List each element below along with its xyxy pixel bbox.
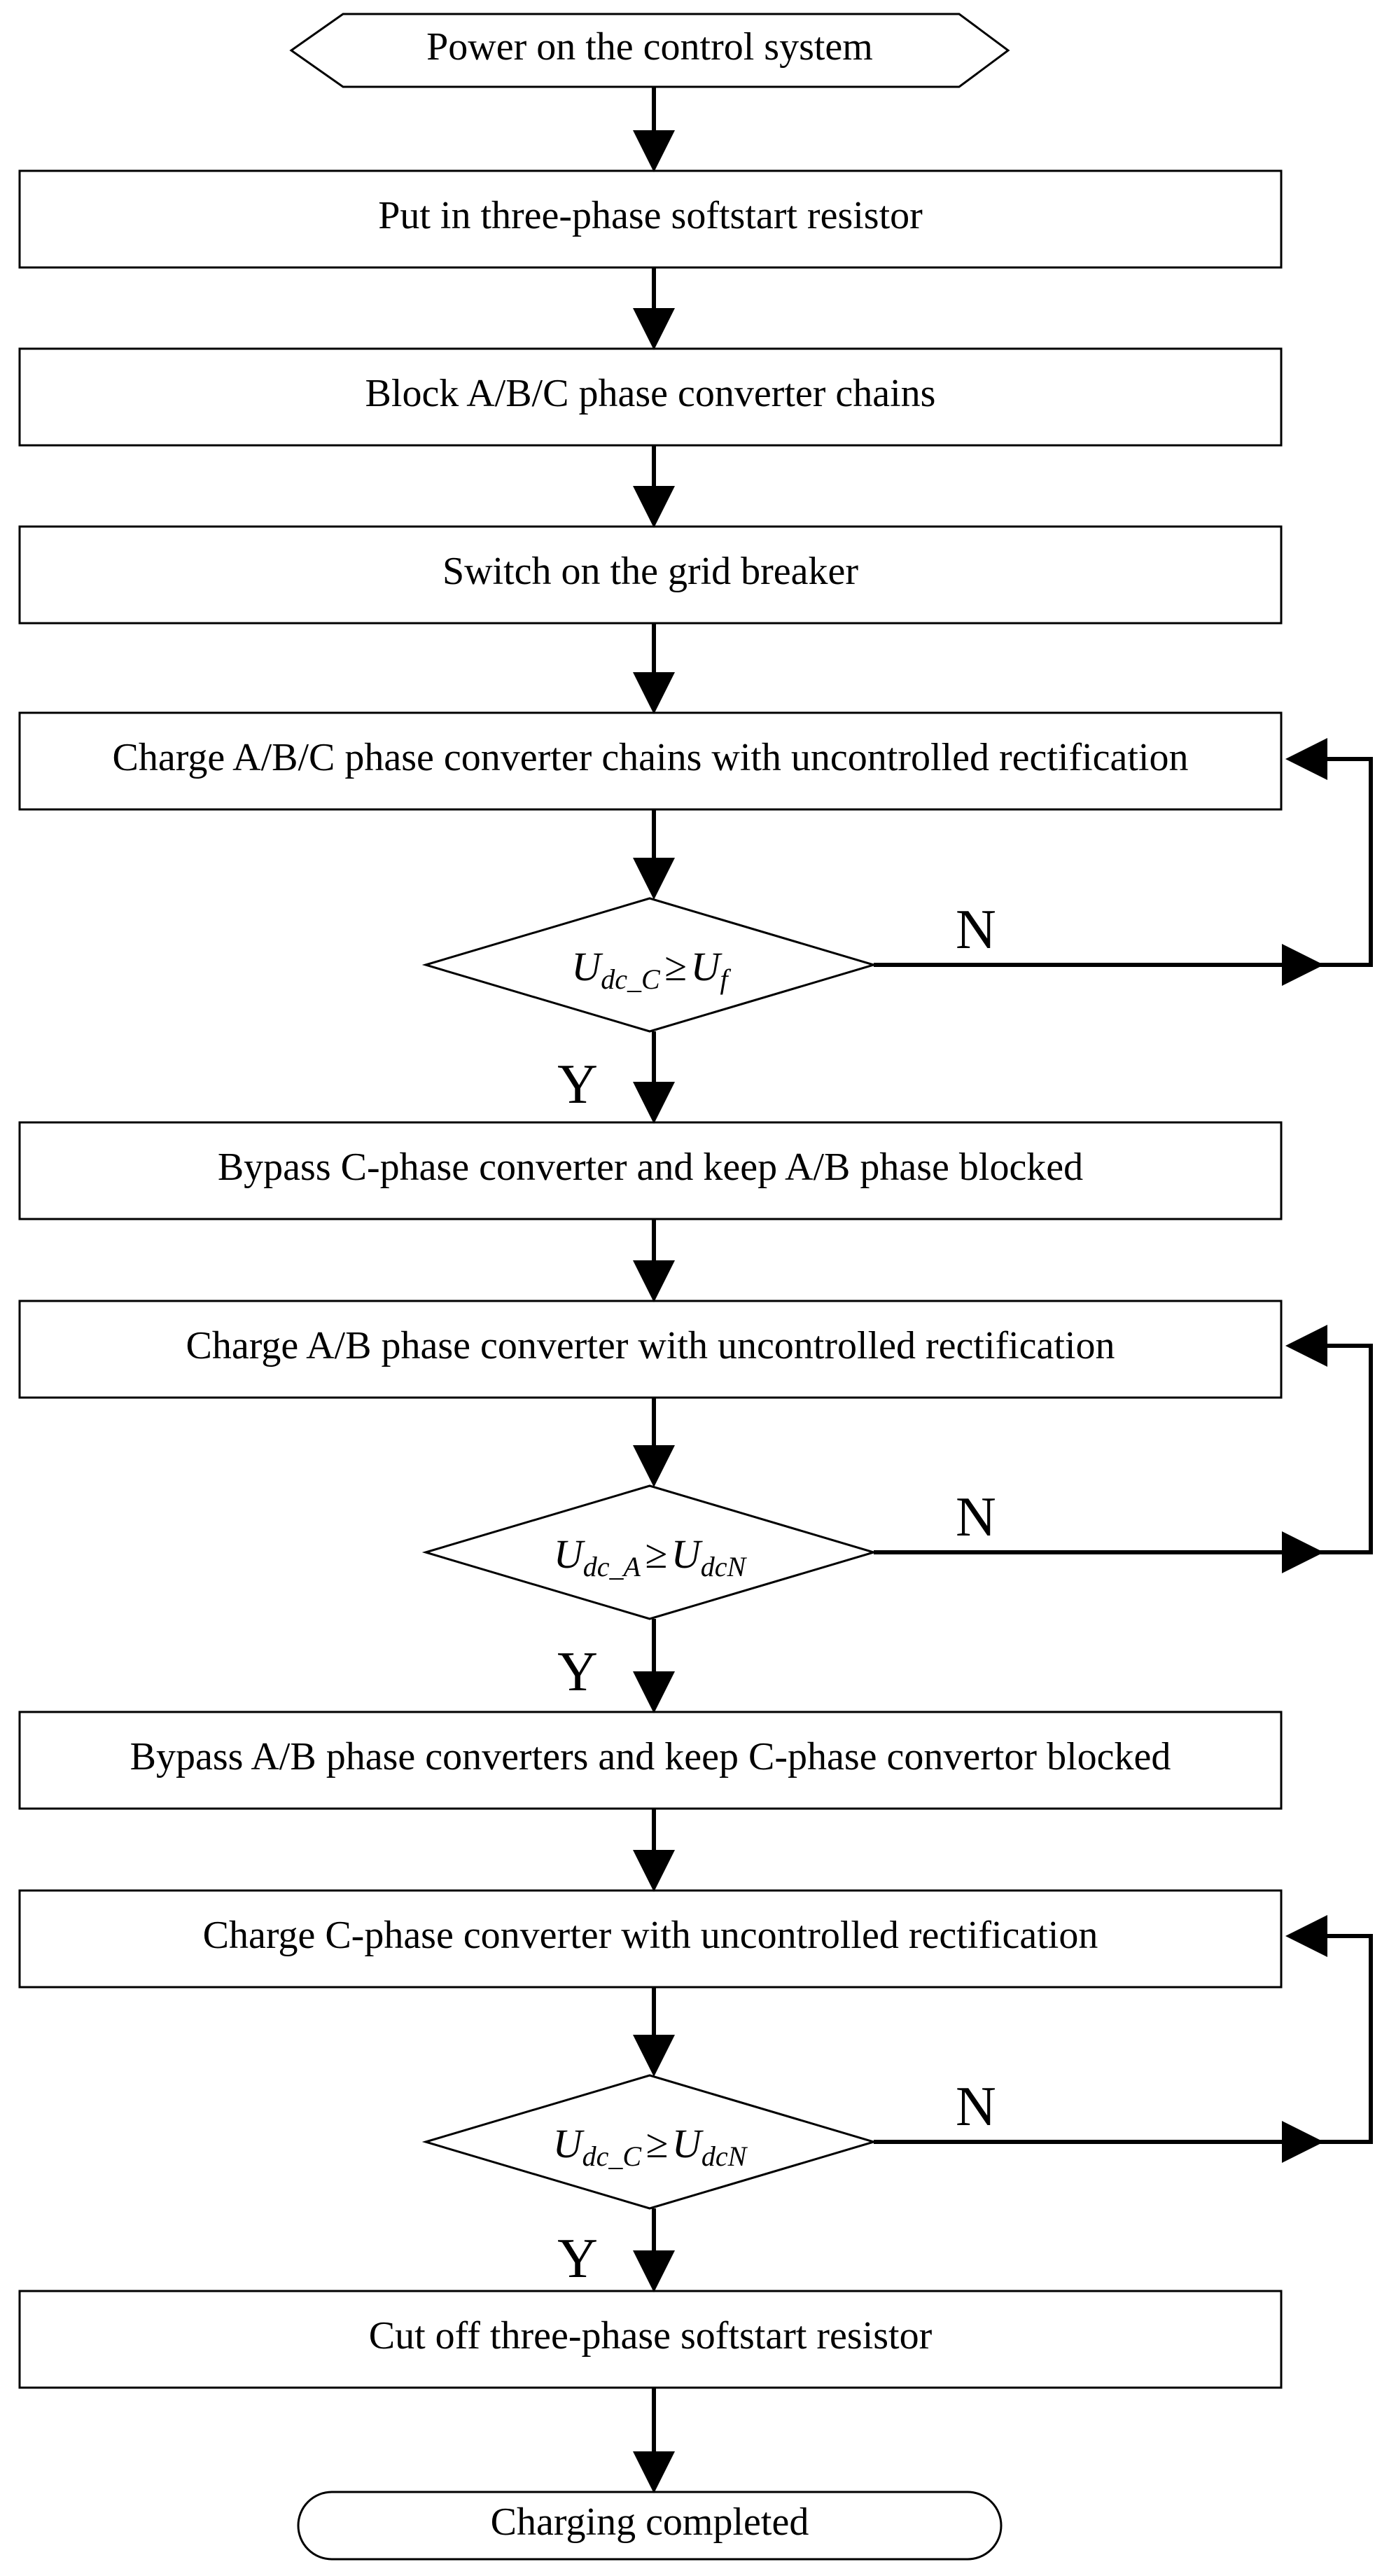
yes-label: Y	[557, 1054, 598, 1115]
step-label: Cut off three-phase softstart resistor	[369, 2314, 933, 2358]
step-label: Put in three-phase softstart resistor	[378, 194, 923, 237]
process-step-1: Put in three-phase softstart resistor	[18, 169, 1283, 269]
yes-label: Y	[557, 1641, 598, 1703]
loop-back-arrow	[1285, 738, 1373, 967]
step-label: Charge A/B/C phase converter chains with…	[113, 736, 1189, 779]
process-step-9: Cut off three-phase softstart resistor	[18, 2290, 1283, 2389]
loop-back-arrow	[1285, 1915, 1373, 2144]
end-label: Charging completed	[491, 2500, 809, 2544]
feedback-loop-3	[874, 1915, 1373, 2163]
step-label: Block A/B/C phase converter chains	[365, 372, 936, 415]
start-node: Power on the control system	[289, 13, 1010, 88]
yes-label: Y	[557, 2228, 598, 2290]
process-step-8: Charge C-phase converter with uncontroll…	[18, 1889, 1283, 1989]
process-step-7: Bypass A/B phase converters and keep C-p…	[18, 1711, 1283, 1810]
step-label: Bypass A/B phase converters and keep C-p…	[130, 1735, 1171, 1778]
step-label: Charge A/B phase converter with uncontro…	[186, 1324, 1115, 1367]
process-step-4: Charge A/B/C phase converter chains with…	[18, 711, 1283, 811]
decision-condition: Udc_C≥Uf	[571, 944, 731, 995]
decision-condition: Udc_A≥UdcN	[554, 1531, 748, 1582]
end-node: Charging completed	[297, 2491, 1003, 2561]
process-step-6: Charge A/B phase converter with uncontro…	[18, 1300, 1283, 1399]
feedback-loop-2	[874, 1325, 1373, 1573]
step-label: Charge C-phase converter with uncontroll…	[203, 1914, 1098, 1957]
step-label: Switch on the grid breaker	[442, 550, 858, 593]
start-label: Power on the control system	[426, 25, 873, 69]
decision-3: Udc_C≥UdcN	[421, 2074, 878, 2210]
decision-2: Udc_A≥UdcN	[421, 1484, 878, 1620]
no-label: N	[956, 899, 996, 961]
step-label: Bypass C-phase converter and keep A/B ph…	[218, 1146, 1083, 1189]
decision-1: Udc_C≥Uf	[421, 897, 878, 1033]
process-step-5: Bypass C-phase converter and keep A/B ph…	[18, 1121, 1283, 1220]
feedback-loop-1	[874, 738, 1373, 986]
no-label: N	[956, 2076, 996, 2138]
process-step-3: Switch on the grid breaker	[18, 525, 1283, 625]
no-label: N	[956, 1487, 996, 1548]
decision-condition: Udc_C≥UdcN	[553, 2121, 748, 2172]
loop-back-arrow	[1285, 1325, 1373, 1554]
process-step-2: Block A/B/C phase converter chains	[18, 347, 1283, 447]
